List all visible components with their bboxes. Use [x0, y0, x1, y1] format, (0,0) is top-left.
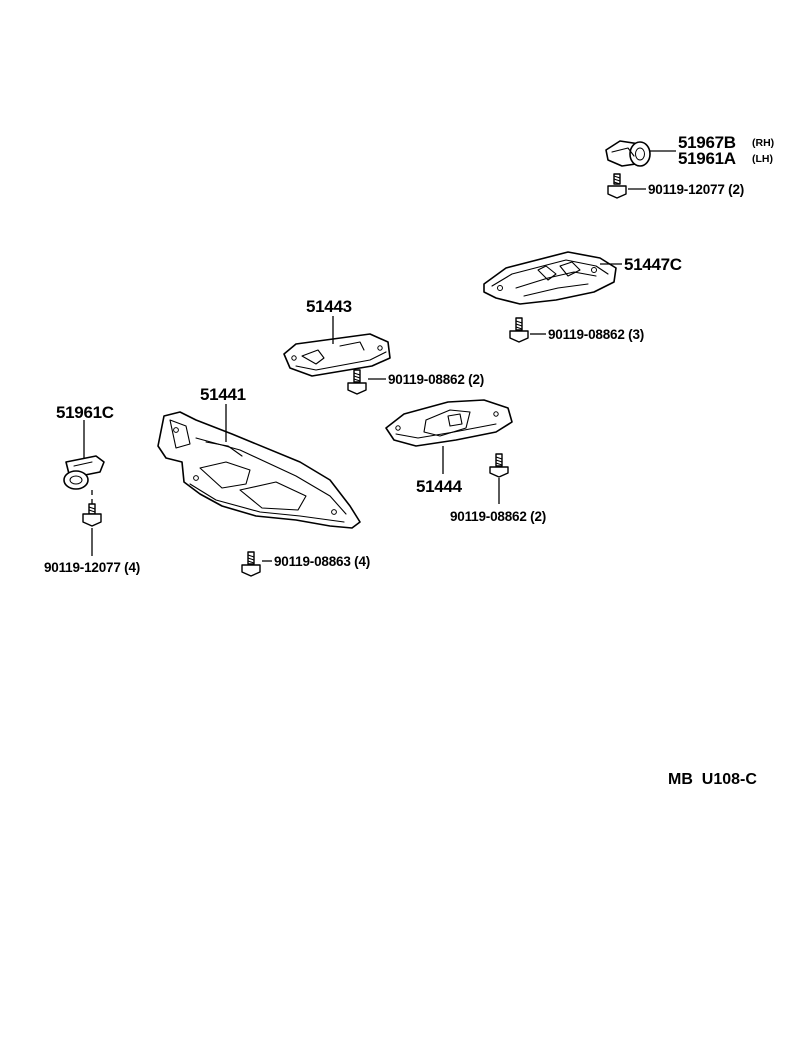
bolt-90119-08862-right[interactable]: [509, 317, 529, 343]
diagram-code: MB U108-C: [668, 771, 757, 788]
fastener-label-f3: 90119-08862 (2): [388, 372, 484, 387]
part-number-51441: 51441: [200, 385, 246, 404]
bolt-90119-08862-center[interactable]: [347, 369, 367, 395]
fastener-label-f5: 90119-12077 (4): [44, 560, 140, 575]
fastener-label-f6: 90119-08863 (4): [274, 554, 370, 569]
plate-51443[interactable]: [283, 333, 391, 377]
fastener-label-f2: 90119-08862 (3): [548, 327, 644, 342]
bolt-90119-08863[interactable]: [241, 551, 261, 577]
fastener-label-f4: 90119-08862 (2): [450, 509, 546, 524]
cover-51441[interactable]: [157, 411, 361, 529]
part-number-51967b: 51967B: [678, 133, 736, 152]
part-number-51444: 51444: [416, 477, 463, 496]
part-number-51447c: 51447C: [624, 255, 682, 274]
bracket-51961c[interactable]: [63, 455, 105, 490]
side-rh: (RH): [752, 137, 774, 149]
side-lh: (LH): [752, 153, 773, 165]
fastener-label-f1: 90119-12077 (2): [648, 182, 744, 197]
part-number-51443: 51443: [306, 297, 352, 316]
bolt-90119-08862-lower[interactable]: [489, 453, 509, 478]
cover-51447c[interactable]: [483, 251, 617, 305]
bracket-51967b-51961a[interactable]: [605, 140, 651, 167]
bolt-90119-12077-top[interactable]: [607, 173, 627, 199]
part-number-51961c: 51961C: [56, 403, 114, 422]
bolt-90119-12077-left[interactable]: [82, 503, 102, 527]
part-number-51961a: 51961A: [678, 149, 736, 168]
plate-51444[interactable]: [385, 399, 513, 447]
